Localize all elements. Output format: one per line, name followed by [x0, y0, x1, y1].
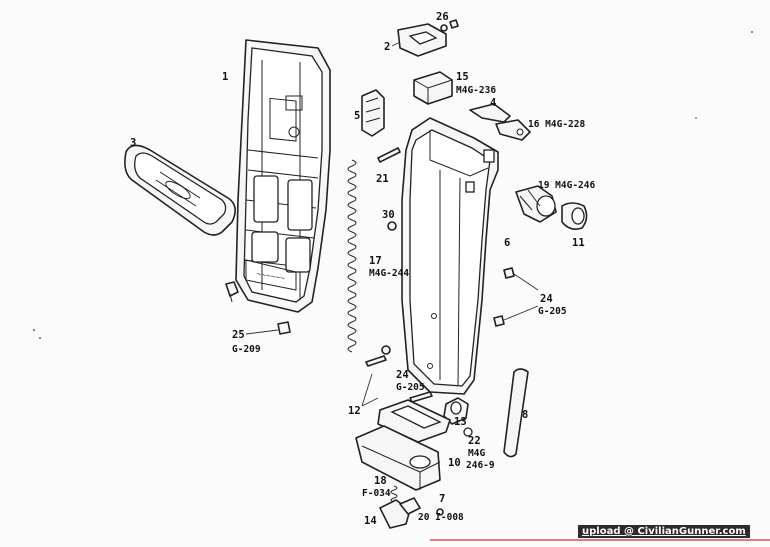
part-2-top-latch [397, 19, 459, 57]
part-3-base-plate [124, 144, 236, 236]
part-20-screw [436, 508, 444, 516]
callout-18-code: F-034 [362, 488, 391, 499]
callout-10: 10 [448, 457, 461, 469]
part-16-spring [495, 119, 531, 141]
callout-24-right-code: G-205 [538, 306, 567, 317]
part-13-seal [443, 397, 469, 425]
part-5-latch [361, 89, 385, 137]
part-15-block [413, 71, 453, 105]
callout-22-code-b: 246-9 [466, 460, 495, 471]
callout-1: 1 [222, 71, 228, 83]
callout-18: 18 [374, 475, 387, 487]
callout-19: 19 M4G-246 [538, 180, 595, 191]
part-17-spring [347, 159, 357, 353]
callout-21: 21 [376, 173, 389, 185]
callout-15-code: M4G-236 [456, 85, 496, 96]
part-10-floor-block [355, 399, 451, 491]
callout-25: 25 [232, 329, 245, 341]
callout-7: 7 [439, 493, 445, 505]
part-30-screw [387, 221, 397, 231]
part-24-screws-right [493, 267, 539, 327]
callout-24-right: 24 [540, 293, 553, 305]
callout-22: 22 [468, 435, 481, 447]
callout-14: 14 [364, 515, 377, 527]
part-14-trigger [379, 497, 421, 529]
callout-16: 16 M4G-228 [528, 119, 585, 130]
callout-15: 15 [456, 71, 469, 83]
callout-26: 26 [436, 11, 449, 23]
part-8-rod [503, 368, 529, 458]
part-11-cap [561, 202, 588, 230]
callout-17: 17 [369, 255, 382, 267]
callout-20: 20 I-008 [418, 512, 464, 523]
callout-24-lower-code: G-205 [396, 382, 425, 393]
part-4-lever [469, 103, 511, 123]
part-19-valve [515, 185, 557, 223]
callout-13: 13 [454, 416, 467, 428]
callout-30: 30 [382, 209, 395, 221]
part-12-pins [361, 355, 433, 407]
part-24-screw-lower [381, 345, 391, 355]
callout-24-lower: 24 [396, 369, 409, 381]
watermark-text: upload @ CivilianGunner.com [578, 525, 750, 538]
part-6-inner-tank [401, 117, 499, 395]
part-1-magazine-body: ~~~~~~ [235, 39, 331, 313]
watermark-underline [430, 539, 770, 541]
callout-6: 6 [504, 237, 510, 249]
callout-22-code-a: M4G [468, 448, 485, 459]
callout-8: 8 [522, 409, 528, 421]
part-25-screws [225, 281, 291, 335]
callout-17-code: M4G-244 [369, 268, 409, 279]
callout-3: 3 [130, 137, 136, 149]
callout-25-code: G-209 [232, 344, 261, 355]
callout-11: 11 [572, 237, 585, 249]
part-21-pin [377, 147, 401, 163]
callout-12: 12 [348, 405, 361, 417]
callout-2: 2 [384, 41, 390, 53]
callout-4: 4 [490, 97, 496, 109]
callout-5: 5 [354, 110, 360, 122]
